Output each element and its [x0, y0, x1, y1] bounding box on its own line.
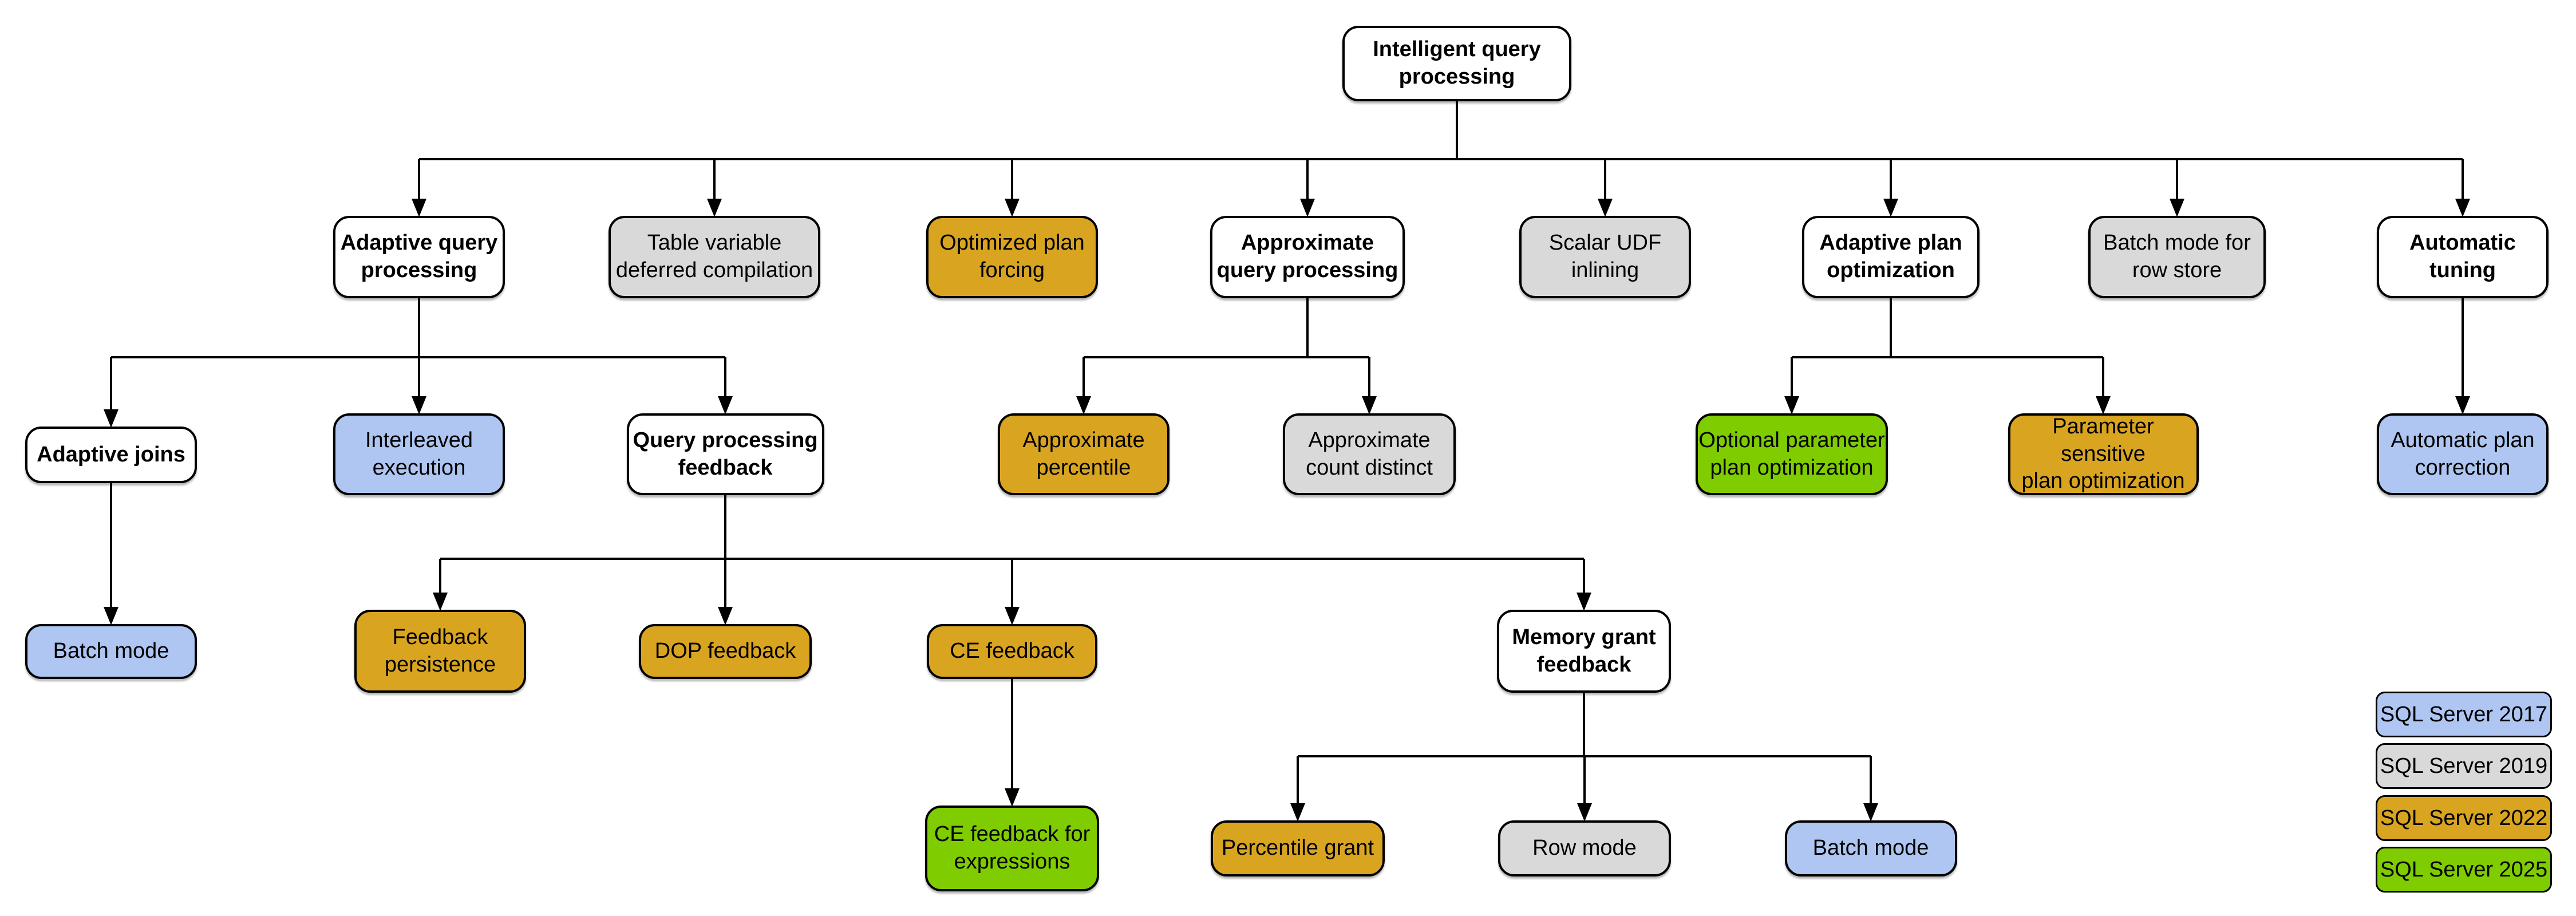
arrowhead-icon [718, 607, 733, 625]
arrowhead-icon [1005, 199, 1020, 217]
edge-from-memory-grant-feedback [1290, 693, 1878, 822]
node-automatic-plan-correction: Automatic plan correction [2377, 413, 2549, 495]
node-approximate-percentile: Approximate percentile [998, 413, 1170, 495]
node-automatic-tuning: Automatic tuning [2377, 216, 2549, 298]
node-optional-parameter-plan-optimization: Optional parameter plan optimization [1696, 413, 1888, 495]
arrowhead-icon [2170, 199, 2184, 217]
arrowhead-icon [707, 199, 722, 217]
edge-from-approximate-query-processing [1076, 298, 1377, 414]
legend-item-sql-server-2025: SQL Server 2025 [2376, 847, 2552, 893]
arrowhead-icon [1005, 607, 1020, 625]
arrowhead-icon [104, 607, 118, 625]
arrowhead-icon [412, 199, 426, 217]
node-adaptive-joins: Adaptive joins [25, 427, 197, 483]
arrowhead-icon [1784, 396, 1799, 414]
edge-from-adaptive-plan-optimization [1784, 298, 2111, 414]
edge-from-ce-feedback [1005, 679, 1020, 807]
edge-from-query-processing-feedback [433, 495, 1591, 625]
arrowhead-icon [1598, 199, 1613, 217]
arrowhead-icon [412, 396, 426, 414]
node-query-processing-feedback: Query processing feedback [626, 413, 824, 495]
node-parameter-sensitive-plan-optimization: Parameter sensitive plan optimization [2008, 413, 2199, 495]
node-adaptive-query-processing: Adaptive query processing [333, 216, 505, 298]
arrowhead-icon [433, 593, 448, 611]
arrowhead-icon [1005, 788, 1020, 807]
arrowhead-icon [1076, 396, 1091, 414]
arrowhead-icon [1863, 803, 1878, 822]
node-batch-mode-for-row-store: Batch mode for row store [2088, 216, 2266, 298]
node-memory-grant-feedback: Memory grant feedback [1497, 610, 1671, 693]
node-adaptive-plan-optimization: Adaptive plan optimization [1802, 216, 1980, 298]
node-approximate-count-distinct: Approximate count distinct [1283, 413, 1456, 495]
legend-item-sql-server-2017: SQL Server 2017 [2376, 692, 2552, 737]
arrowhead-icon [718, 396, 733, 414]
node-percentile-grant: Percentile grant [1211, 820, 1385, 876]
node-table-variable-deferred-compilation: Table variable deferred compilation [609, 216, 820, 298]
edge-from-intelligent-query-processing [412, 101, 2470, 217]
node-approximate-query-processing: Approximate query processing [1210, 216, 1405, 298]
legend-item-sql-server-2019: SQL Server 2019 [2376, 743, 2552, 789]
arrowhead-icon [1577, 593, 1591, 611]
arrowhead-icon [2096, 396, 2111, 414]
node-ce-feedback-for-expressions: CE feedback for expressions [925, 806, 1099, 891]
arrowhead-icon [1883, 199, 1898, 217]
arrowhead-icon [1300, 199, 1315, 217]
arrowhead-icon [1290, 803, 1305, 822]
edge-from-automatic-tuning [2455, 298, 2470, 414]
node-row-mode: Row mode [1498, 820, 1671, 876]
node-ce-feedback: CE feedback [927, 624, 1097, 679]
node-feedback-persistence: Feedback persistence [354, 610, 526, 693]
edge-from-adaptive-query-processing [104, 298, 733, 428]
node-dop-feedback: DOP feedback [639, 624, 812, 679]
edge-from-adaptive-joins [104, 483, 118, 625]
node-batch-mode-2: Batch mode [1784, 820, 1957, 876]
node-interleaved-execution: Interleaved execution [333, 413, 505, 495]
arrowhead-icon [1577, 803, 1592, 822]
legend-item-sql-server-2022: SQL Server 2022 [2376, 795, 2552, 841]
node-intelligent-query-processing: Intelligent query processing [1342, 26, 1571, 101]
node-batch-mode: Batch mode [25, 624, 197, 679]
arrowhead-icon [2455, 199, 2470, 217]
node-scalar-udf-inlining: Scalar UDF inlining [1519, 216, 1691, 298]
arrowhead-icon [1362, 396, 1377, 414]
node-optimized-plan-forcing: Optimized plan forcing [926, 216, 1098, 298]
arrowhead-icon [104, 409, 118, 428]
arrowhead-icon [2455, 396, 2470, 414]
